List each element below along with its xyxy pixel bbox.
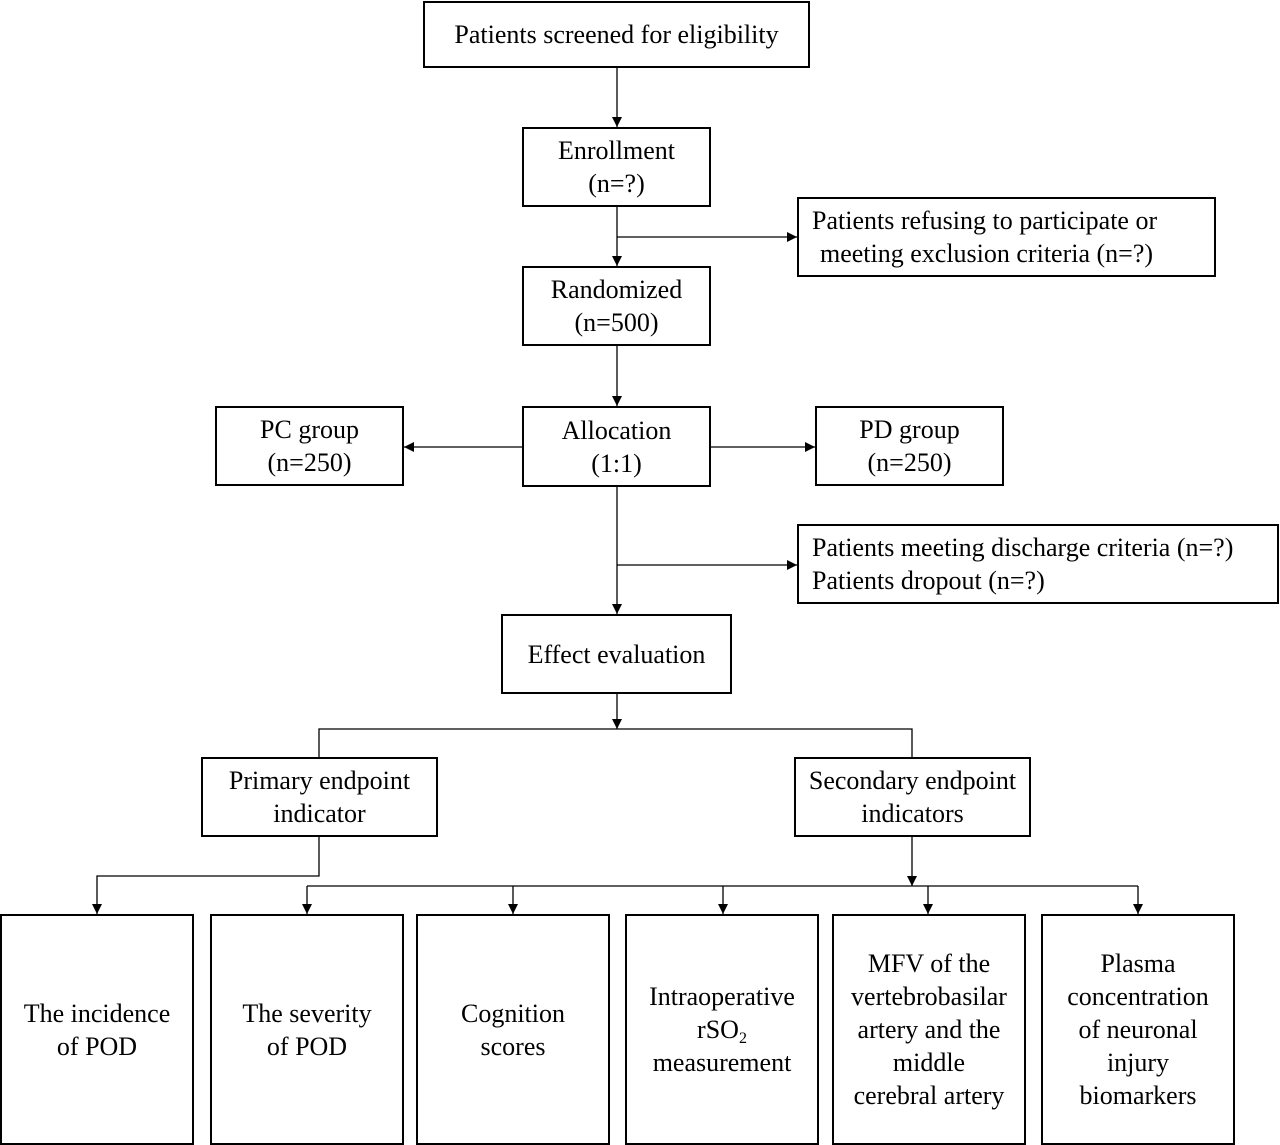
outcome-incidence-line1: The incidence bbox=[23, 998, 171, 1028]
arrow-primary-to-incidence bbox=[92, 837, 320, 914]
excluded-line2: meeting exclusion criteria (n=?) bbox=[820, 239, 1154, 268]
allocation-line1: Allocation bbox=[561, 415, 672, 445]
outcome-incidence-line2: of POD bbox=[56, 1031, 138, 1061]
enrollment-box: Enrollment (n=?) bbox=[522, 127, 711, 207]
effect-evaluation-box: Effect evaluation bbox=[501, 614, 732, 694]
outcome-mfv-line4: middle bbox=[892, 1048, 966, 1077]
secondary-endpoint-box: Secondary endpoint indicators bbox=[794, 757, 1031, 837]
discharge-line1: Patients meeting discharge criteria (n=?… bbox=[812, 533, 1234, 562]
split-to-primary bbox=[318, 728, 617, 757]
outcome-plasma-box: Plasma concentration of neuronal injury … bbox=[1041, 914, 1235, 1145]
allocation-line2: (1:1) bbox=[591, 448, 642, 478]
secondary-endpoint-line2: indicators bbox=[861, 799, 964, 828]
outcome-severity-line2: of POD bbox=[266, 1031, 348, 1061]
outcome-rso2-subscript: 2 bbox=[738, 1030, 747, 1047]
pd-group-line2: (n=250) bbox=[867, 448, 952, 477]
discharge-box: Patients meeting discharge criteria (n=?… bbox=[797, 524, 1279, 604]
outcome-rso2-box: Intraoperative rSO2 measurement bbox=[625, 914, 819, 1145]
screening-box: Patients screened for eligibility bbox=[423, 1, 810, 68]
secondary-endpoint-line1: Secondary endpoint bbox=[808, 766, 1017, 795]
enrollment-line2: (n=?) bbox=[588, 169, 645, 198]
effect-evaluation-label: Effect evaluation bbox=[527, 639, 706, 669]
outcome-rso2-line3: measurement bbox=[652, 1048, 792, 1077]
outcome-plasma-line5: biomarkers bbox=[1079, 1081, 1197, 1110]
outcome-mfv-line3: artery and the bbox=[857, 1015, 1001, 1044]
pc-group-line2: (n=250) bbox=[267, 448, 352, 477]
enrollment-line1: Enrollment bbox=[558, 136, 675, 165]
outcome-cognition-box: Cognition scores bbox=[416, 914, 610, 1145]
allocation-box: Allocation (1:1) bbox=[522, 406, 711, 487]
excluded-box: Patients refusing to participate or meet… bbox=[797, 197, 1216, 277]
outcome-mfv-line2: vertebrobasilar bbox=[851, 982, 1007, 1011]
pc-group-line1: PC group bbox=[260, 415, 359, 444]
outcome-rso2-line1: Intraoperative bbox=[649, 982, 795, 1011]
discharge-line2: Patients dropout (n=?) bbox=[812, 566, 1045, 595]
outcome-plasma-line3: of neuronal bbox=[1078, 1015, 1198, 1044]
outcome-mfv-line1: MFV of the bbox=[867, 949, 991, 978]
excluded-line1: Patients refusing to participate or bbox=[812, 206, 1158, 235]
primary-endpoint-line2: indicator bbox=[273, 799, 366, 828]
outcome-plasma-line2: concentration bbox=[1067, 982, 1209, 1011]
outcome-mfv-box: MFV of the vertebrobasilar artery and th… bbox=[832, 914, 1026, 1145]
pc-group-box: PC group (n=250) bbox=[215, 406, 404, 486]
outcome-severity-line1: The severity bbox=[242, 998, 372, 1028]
randomized-line2: (n=500) bbox=[574, 308, 659, 337]
primary-endpoint-box: Primary endpoint indicator bbox=[201, 757, 438, 837]
outcome-severity-box: The severity of POD bbox=[210, 914, 404, 1145]
outcome-rso2-prefix: rSO bbox=[697, 1015, 739, 1044]
outcome-mfv-line5: cerebral artery bbox=[853, 1081, 1005, 1110]
primary-endpoint-line1: Primary endpoint bbox=[228, 766, 411, 795]
outcome-cognition-line1: Cognition bbox=[460, 998, 565, 1028]
randomized-line1: Randomized bbox=[550, 275, 683, 304]
outcome-plasma-line4: injury bbox=[1106, 1048, 1170, 1077]
pd-group-line1: PD group bbox=[859, 415, 960, 444]
pd-group-box: PD group (n=250) bbox=[815, 406, 1004, 486]
outcome-rso2-line2: rSO2 bbox=[697, 1013, 747, 1047]
screening-label: Patients screened for eligibility bbox=[454, 20, 779, 49]
outcome-cognition-line2: scores bbox=[480, 1031, 546, 1061]
randomized-box: Randomized (n=500) bbox=[522, 266, 711, 346]
outcome-plasma-line1: Plasma bbox=[1100, 949, 1176, 978]
split-to-secondary bbox=[617, 728, 913, 757]
outcome-incidence-box: The incidence of POD bbox=[0, 914, 194, 1145]
